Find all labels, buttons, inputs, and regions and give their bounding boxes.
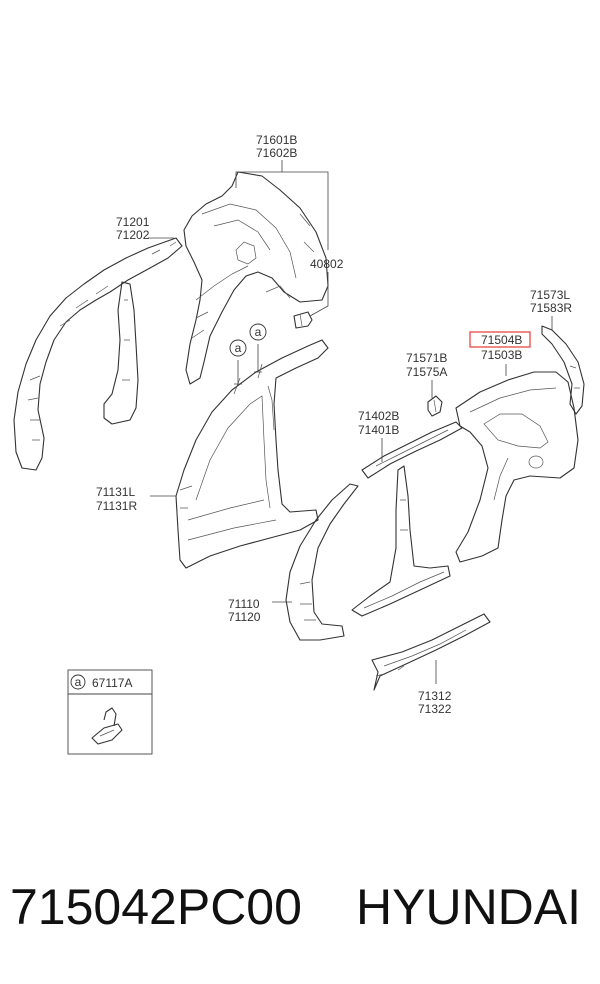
clip-icon — [91, 707, 123, 745]
part-71110-side-outer — [285, 465, 451, 641]
part-71201-outer-pillar — [13, 237, 183, 471]
svg-text:a: a — [255, 325, 262, 339]
label-71401b: 71401B — [358, 423, 399, 437]
part-71571b-fastener — [427, 395, 443, 417]
footer-caption: 715042PC00 HYUNDAI — [0, 872, 600, 952]
label-71131l: 71131L — [96, 485, 135, 499]
part-71573l-rear-strip — [541, 325, 585, 415]
part-number: 715042PC00 — [10, 879, 302, 935]
label-71503b: 71503B — [481, 348, 522, 362]
label-71202: 71202 — [116, 228, 150, 242]
parts-diagram: a a 71601B 71602B 71201 71202 40802 7157… — [13, 133, 585, 755]
highlight-box-71504b — [469, 331, 531, 348]
label-40802: 40802 — [310, 257, 344, 271]
part-71504b-quarter-panel — [455, 371, 579, 563]
label-71201: 71201 — [116, 215, 150, 229]
leader-lines — [148, 160, 553, 684]
label-71571b: 71571B — [406, 351, 447, 365]
svg-text:a: a — [235, 341, 242, 355]
part-71402b-roof-rail — [361, 421, 463, 479]
callout-a-left: a — [229, 339, 247, 357]
legend-box-67117a: a 67117A — [67, 669, 153, 755]
svg-text:a: a — [75, 675, 82, 689]
part-71131l-inner-assembly — [175, 339, 329, 569]
label-71322: 71322 — [418, 702, 452, 716]
label-71312: 71312 — [418, 689, 452, 703]
label-71110: 71110 — [228, 597, 260, 611]
label-71504b: 71504B — [481, 333, 522, 347]
part-71312-side-sill — [371, 613, 491, 691]
label-67117a: 67117A — [92, 676, 132, 690]
callout-a-right: a — [249, 323, 267, 341]
label-71575a: 71575A — [406, 365, 447, 379]
label-71573l: 71573L — [530, 288, 570, 302]
label-71131r: 71131R — [96, 499, 137, 513]
label-71402b: 71402B — [358, 409, 399, 423]
part-71601b-inner-panel — [183, 171, 329, 385]
brand-name: HYUNDAI — [356, 879, 582, 935]
label-71583r: 71583R — [530, 301, 572, 315]
label-71602b: 71602B — [256, 146, 297, 160]
part-40802-bracket — [293, 311, 313, 329]
label-71601b: 71601B — [256, 133, 297, 147]
label-71120: 71120 — [228, 610, 261, 624]
